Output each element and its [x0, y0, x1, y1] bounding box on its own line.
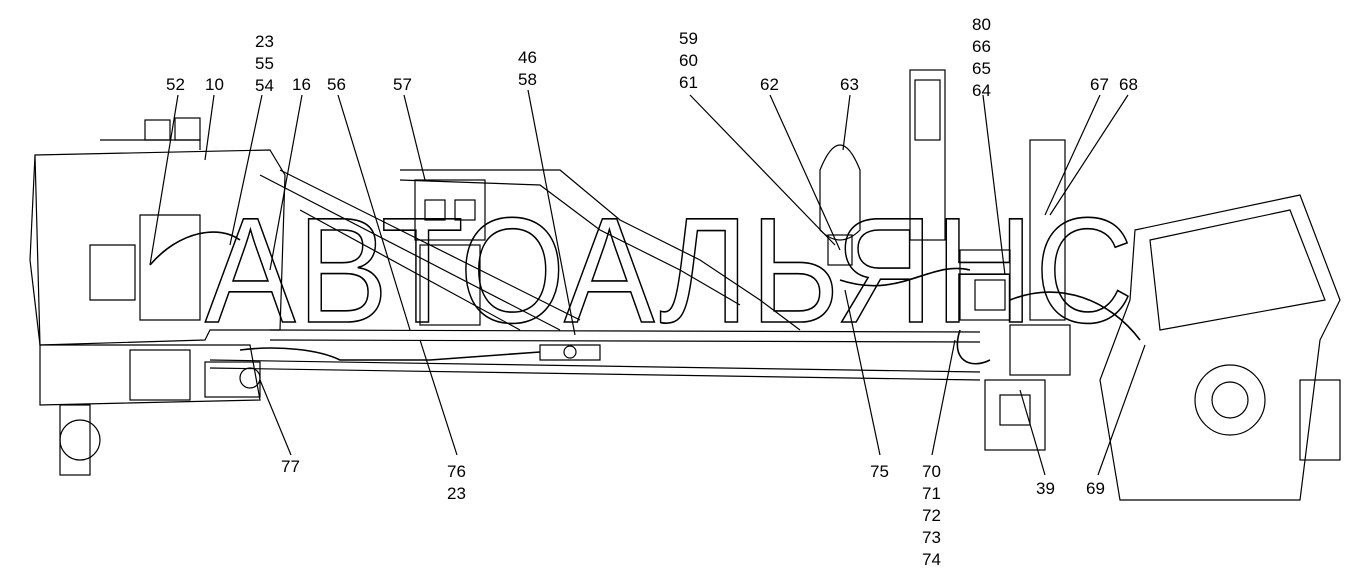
callout-80-66-65-64: 80 66 65 64 — [972, 15, 991, 100]
main-frame-upper — [269, 329, 981, 333]
watermark: АВТОАЛЬЯНС — [205, 186, 1135, 354]
callout-57: 57 — [393, 75, 412, 94]
callout-10: 10 — [205, 75, 224, 94]
callout-39: 39 — [1036, 479, 1055, 498]
callout-56: 56 — [327, 75, 346, 94]
vertical-column — [909, 69, 946, 241]
callout-67: 67 — [1090, 75, 1109, 94]
accumulator — [819, 144, 861, 241]
callout-52: 52 — [166, 75, 185, 94]
callout-23-55-54: 23 55 54 — [255, 32, 274, 95]
left-axle — [39, 344, 261, 406]
main-frame-lower — [209, 359, 981, 373]
callout-68: 68 — [1119, 75, 1138, 94]
pump-block — [959, 249, 1011, 321]
left-tank-body — [34, 149, 286, 346]
callout-76-23: 76 23 — [447, 462, 466, 503]
callout-59-60-61: 59 60 61 — [679, 29, 698, 92]
callout-75: 75 — [870, 462, 889, 481]
callout-46-58: 46 58 — [518, 48, 537, 89]
callout-70-74: 70 71 72 73 74 — [922, 462, 941, 569]
right-transmission — [1099, 194, 1341, 501]
callout-69: 69 — [1086, 479, 1105, 498]
callout-77: 77 — [281, 457, 300, 476]
callout-63: 63 — [840, 75, 859, 94]
callout-16: 16 — [292, 75, 311, 94]
valve-block — [414, 179, 486, 241]
callout-62: 62 — [760, 75, 779, 94]
diagonal-boom — [259, 174, 561, 331]
